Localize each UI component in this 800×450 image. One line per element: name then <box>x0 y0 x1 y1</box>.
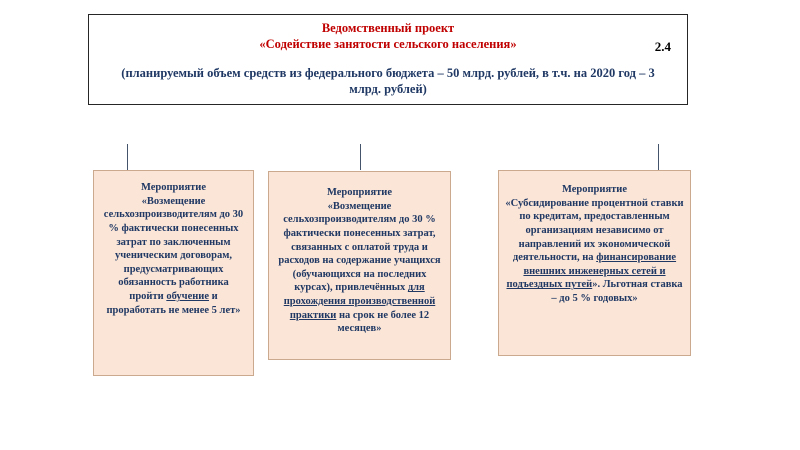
measure-box-2-underlined-text: для прохождения производственной практик… <box>283 282 436 321</box>
measure-box-training: Мероприятие «Возмещение сельхозпроизводи… <box>93 170 254 376</box>
measure-box-3-underlined-text: финансирование внешних инженерных сетей … <box>506 252 677 291</box>
connector-line-right <box>658 144 659 170</box>
measure-box-2-title: Мероприятие <box>326 187 392 198</box>
measure-box-3-title: Мероприятие <box>561 184 627 195</box>
measure-box-1-text: «Возмещение сельхозпроизводителям до 30 … <box>100 195 247 318</box>
budget-subtitle: (планируемый объем средств из федерально… <box>121 66 655 96</box>
project-title-line1: Ведомственный проект <box>321 21 455 35</box>
measure-box-2-text-pre: «Возмещение сельхозпроизводителям до 30 … <box>278 200 441 294</box>
measure-box-3-text: «Субсидирование процентной ставки по кре… <box>505 197 684 306</box>
connector-line-middle <box>360 144 361 170</box>
project-title-line2: «Содействие занятости сельского населени… <box>259 37 517 51</box>
measure-box-2-text: «Возмещение сельхозпроизводителям до 30 … <box>275 200 444 336</box>
measure-box-1-text-pre: «Возмещение сельхозпроизводителям до 30 … <box>103 195 244 303</box>
measure-box-1-underlined-text: обучение <box>166 291 210 303</box>
project-header-box: Ведомственный проект «Содействие занятос… <box>88 14 688 105</box>
measure-box-1-text-post: и проработать не менее 5 лет» <box>106 291 241 316</box>
measure-box-subsidy: Мероприятие «Субсидирование процентной с… <box>498 170 691 356</box>
measure-box-2-text-post: на срок не более 12 месяцев» <box>336 309 430 335</box>
measure-box-practice: Мероприятие «Возмещение сельхозпроизводи… <box>268 171 451 360</box>
measure-box-3-text-pre: «Субсидирование процентной ставки по кре… <box>505 197 684 264</box>
connector-line-left <box>127 144 128 170</box>
measure-box-3-text-post: ». Льготная ставка – до 5 % годовых» <box>551 279 683 305</box>
measure-box-1-title: Мероприятие <box>140 182 206 193</box>
slide-section-number: 2.4 <box>654 39 671 54</box>
